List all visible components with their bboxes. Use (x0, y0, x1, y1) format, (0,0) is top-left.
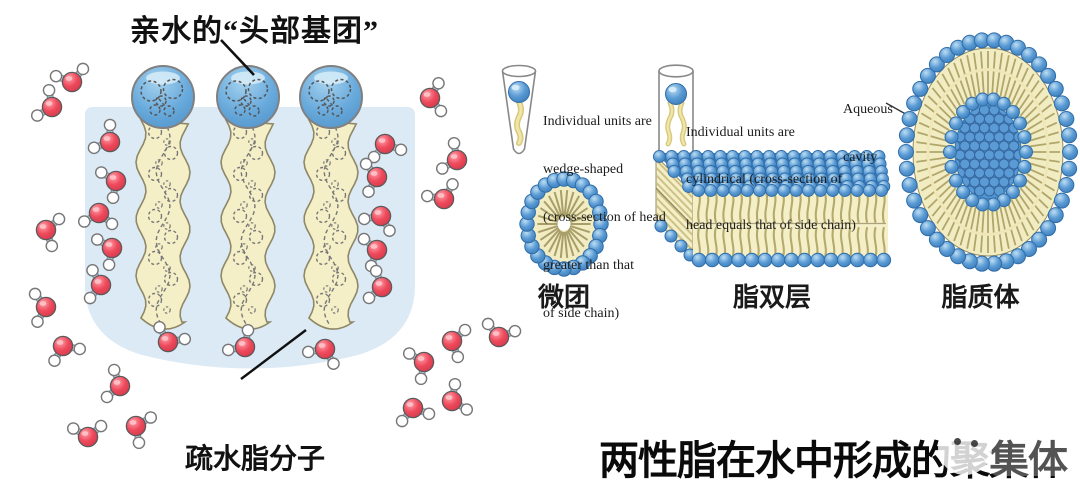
watermark-eye-left (954, 438, 961, 445)
water-molecule (441, 323, 472, 364)
watermark-eye-right (971, 440, 978, 447)
aqueous-cavity-label: Aqueous cavity (843, 102, 893, 165)
water-molecule (367, 133, 408, 164)
ordered-water-pointer-line (240, 329, 307, 380)
water-molecule (402, 347, 435, 386)
water-molecule (28, 287, 57, 329)
water-molecule (435, 136, 468, 175)
water-molecule (90, 233, 123, 272)
water-molecule (100, 363, 131, 404)
water-molecule (481, 317, 522, 348)
cylinder-unit-icon (658, 64, 694, 157)
water-molecule (77, 202, 119, 231)
water-molecule (357, 232, 388, 273)
cylinder-unit-note: Individual units are cylindrical (cross-… (686, 125, 856, 233)
water-molecule (30, 83, 63, 122)
water-molecule (94, 166, 127, 205)
amphipathic-lipid-molecules (131, 65, 363, 330)
watermark-logo (938, 421, 992, 475)
water-molecule (420, 177, 459, 210)
water-molecule (359, 157, 388, 199)
lipid-bilayer-diagram (652, 150, 892, 268)
micelle-label: 微团 (537, 282, 590, 312)
water-molecule (301, 338, 340, 371)
liposome-label: 脂质体 (941, 282, 1020, 312)
water-molecule (125, 411, 158, 450)
hydrophobic-note-label: 疏水脂分子 促使水分子 有序排列 (150, 370, 360, 497)
water-molecule (441, 377, 474, 416)
water-molecule (48, 335, 87, 368)
lipid-molecule (216, 65, 280, 330)
water-molecule (83, 263, 112, 305)
wedge-unit-note: Individual units are wedge-shaped (cross… (543, 114, 666, 321)
lipid-molecule (131, 65, 195, 330)
water-molecule (87, 118, 121, 155)
water-molecule (362, 264, 393, 305)
micelle-diagram (519, 171, 609, 277)
water-molecule (49, 62, 90, 93)
water-molecule (153, 320, 192, 353)
water-molecule (357, 205, 396, 238)
water-molecule (395, 397, 436, 428)
bilayer-label: 脂双层 (732, 282, 811, 312)
water-molecule (221, 323, 256, 358)
hydrophobic-note-line1: 疏水脂分子 (184, 444, 325, 475)
water-molecule (419, 76, 448, 118)
water-molecule (66, 419, 108, 448)
watermark-wash (990, 424, 1068, 476)
wedge-unit-icon (501, 64, 537, 155)
lipid-molecule (299, 65, 363, 330)
hydrophilic-head-label: 亲水的“头部基团” (130, 15, 379, 48)
water-molecule (35, 212, 66, 253)
head-group-pointer-line (220, 39, 255, 76)
water-molecules (28, 62, 522, 450)
liposome-diagram (898, 32, 1078, 272)
